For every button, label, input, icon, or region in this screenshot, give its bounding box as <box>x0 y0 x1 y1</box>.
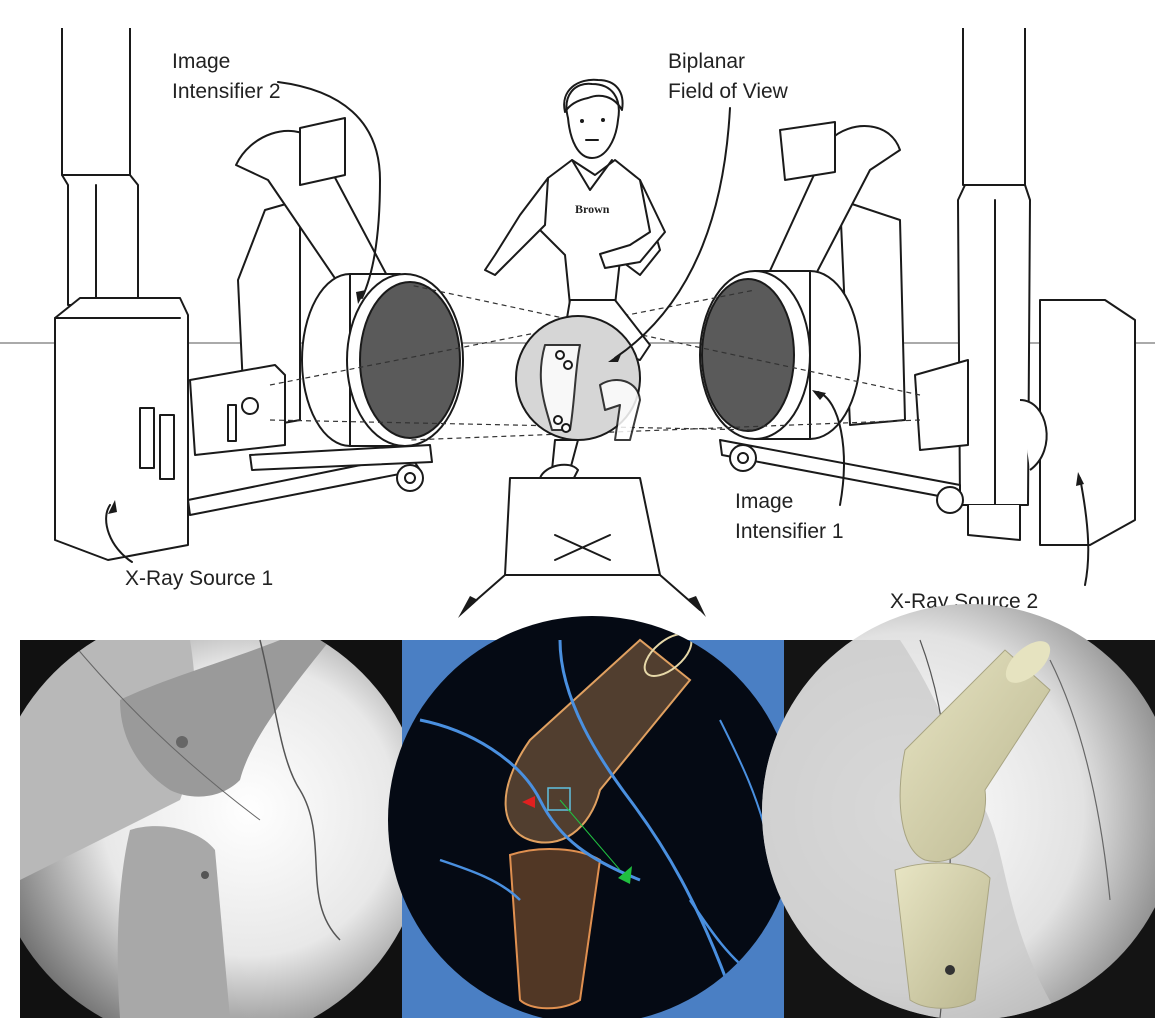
subject-head <box>567 84 619 158</box>
panel-middle-3d-reconstruction <box>388 616 796 1018</box>
schematic-drawing: Brown Image Intensifier 2 <box>0 28 1155 618</box>
panel-right-bone-overlay <box>760 600 1155 1018</box>
label-biplanar-line2: Field of View <box>668 80 789 103</box>
xray-source-2-box <box>1040 300 1135 545</box>
label-intensifier-1-line1: Image <box>735 490 793 513</box>
force-platform <box>458 478 706 618</box>
panel-left-fluoroscopy <box>20 640 402 1018</box>
label-intensifier-2-line2: Intensifier 2 <box>172 80 281 103</box>
right-c-arm-machine <box>700 28 1135 545</box>
subject-figure: Brown <box>485 80 665 510</box>
left-c-arm-machine <box>55 28 463 560</box>
subject-shirt <box>540 160 660 305</box>
label-xray-source-1: X-Ray Source 1 <box>125 567 273 590</box>
intensifier-2-face <box>360 282 460 438</box>
intensifier-1-face <box>702 279 794 431</box>
label-intensifier-2-line1: Image <box>172 50 230 73</box>
label-intensifier-1-line2: Intensifier 1 <box>735 520 844 543</box>
label-biplanar-line1: Biplanar <box>668 50 745 73</box>
jersey-text: Brown <box>575 202 610 216</box>
